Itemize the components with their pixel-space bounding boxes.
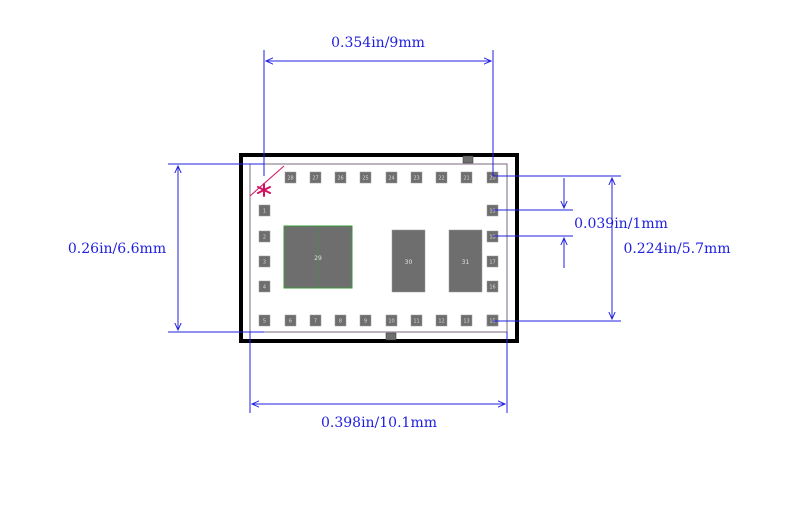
pitch-dimension <box>493 178 573 268</box>
svg-text:19: 19 <box>489 209 495 215</box>
svg-text:27: 27 <box>312 176 318 182</box>
pin: 8 <box>334 314 347 327</box>
pin: 5 <box>258 314 271 327</box>
pin1-diagonal-line <box>249 165 285 197</box>
left-pin-row: 1 2 3 4 5 <box>258 204 271 327</box>
pin: 26 <box>334 171 347 184</box>
pin: 11 <box>410 314 423 327</box>
pin: 28 <box>284 171 297 184</box>
svg-text:15: 15 <box>489 319 495 325</box>
svg-text:17: 17 <box>489 260 495 266</box>
pin: 3 <box>258 255 271 268</box>
svg-text:29: 29 <box>314 255 322 262</box>
right-pin-row: 19 18 17 16 15 <box>486 204 499 327</box>
pin: 23 <box>410 171 423 184</box>
pin: 12 <box>435 314 448 327</box>
svg-text:31: 31 <box>462 259 470 266</box>
exposed-pad-29: 29 <box>283 225 353 289</box>
svg-text:30: 30 <box>405 259 413 266</box>
svg-text:12: 12 <box>438 319 444 325</box>
svg-text:22: 22 <box>438 176 444 182</box>
left-height-label: 0.26in/6.6mm <box>68 241 166 257</box>
pin: 10 <box>385 314 398 327</box>
svg-text:24: 24 <box>388 176 394 182</box>
pin: 24 <box>385 171 398 184</box>
pin: 21 <box>460 171 473 184</box>
package-courtyard <box>249 163 508 333</box>
package-body-outline <box>239 153 519 343</box>
pin: 1 <box>258 204 271 217</box>
svg-text:3: 3 <box>263 260 266 266</box>
svg-text:11: 11 <box>413 319 419 325</box>
pin: 16 <box>486 280 499 293</box>
svg-text:16: 16 <box>489 285 495 291</box>
svg-text:20: 20 <box>489 176 495 182</box>
pin: 2 <box>258 230 271 243</box>
svg-text:23: 23 <box>413 176 419 182</box>
svg-text:6: 6 <box>289 319 292 325</box>
bottom-edge-tab <box>385 332 397 341</box>
pitch-label: 0.039in/1mm <box>574 216 668 232</box>
svg-text:21: 21 <box>463 176 469 182</box>
svg-text:5: 5 <box>263 319 266 325</box>
top-edge-tab <box>462 155 474 164</box>
asterisk-icon <box>257 183 271 197</box>
left-height-dimension <box>168 163 264 333</box>
exposed-pad-30: 30 <box>391 229 426 293</box>
bottom-pin-row: 6 7 8 9 10 11 12 13 14 <box>284 314 499 327</box>
svg-text:1: 1 <box>263 209 266 215</box>
pin: 6 <box>284 314 297 327</box>
exposed-pad-31: 31 <box>448 229 483 293</box>
svg-text:9: 9 <box>364 319 367 325</box>
top-pin-row: 28 27 26 25 24 23 22 21 20 <box>284 171 499 184</box>
pin: 7 <box>309 314 322 327</box>
pin: 22 <box>435 171 448 184</box>
bottom-width-label: 0.398in/10.1mm <box>321 415 437 431</box>
bottom-width-dimension <box>249 332 508 413</box>
svg-text:25: 25 <box>362 176 368 182</box>
svg-text:2: 2 <box>263 235 266 241</box>
pin: 27 <box>309 171 322 184</box>
pin: 9 <box>359 314 372 327</box>
top-width-label: 0.354in/9mm <box>331 35 425 51</box>
svg-text:26: 26 <box>337 176 343 182</box>
svg-text:8: 8 <box>339 319 342 325</box>
svg-text:7: 7 <box>314 319 317 325</box>
right-height-dimension <box>493 175 621 322</box>
svg-text:18: 18 <box>489 235 495 241</box>
right-height-label: 0.224in/5.7mm <box>623 241 730 257</box>
pin: 4 <box>258 280 271 293</box>
svg-text:10: 10 <box>388 319 394 325</box>
top-width-dimension <box>263 50 494 176</box>
pin: 13 <box>460 314 473 327</box>
pin: 25 <box>359 171 372 184</box>
pin: 17 <box>486 255 499 268</box>
svg-text:28: 28 <box>287 176 293 182</box>
svg-text:13: 13 <box>463 319 469 325</box>
svg-text:4: 4 <box>263 285 266 291</box>
